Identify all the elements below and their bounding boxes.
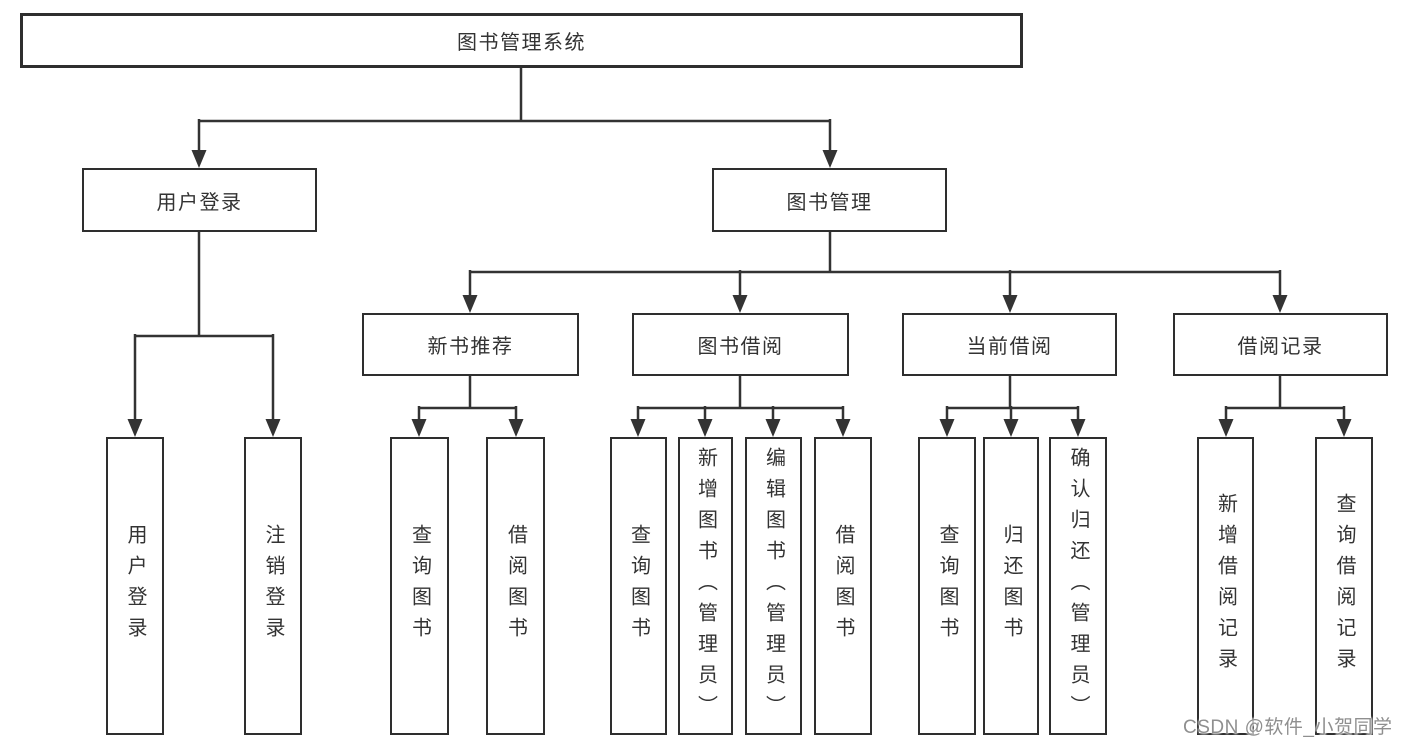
node-user-login: 用户登录 <box>82 168 317 232</box>
arrowhead-icon <box>630 419 646 437</box>
node-leaf-query-book-2: 查询图书 <box>610 437 667 735</box>
node-leaf-add-borrow-record: 新增借阅记录 <box>1197 437 1254 735</box>
node-label: 注销登录 <box>262 524 284 648</box>
node-leaf-add-book-admin: 新增图书（管理员） <box>678 437 733 735</box>
node-label: 借阅记录 <box>1237 336 1324 358</box>
node-new-book-rec: 新书推荐 <box>362 313 579 376</box>
arrowhead-icon <box>1336 419 1352 437</box>
arrowhead-icon <box>127 419 143 437</box>
arrowhead-icon <box>1003 419 1019 437</box>
node-label: 查询借阅记录 <box>1333 493 1355 679</box>
arrowhead-icon <box>1218 419 1234 437</box>
arrowhead-icon <box>1002 295 1018 313</box>
node-leaf-edit-book-admin: 编辑图书（管理员） <box>745 437 802 735</box>
arrowhead-icon <box>508 419 524 437</box>
node-leaf-logout: 注销登录 <box>244 437 302 735</box>
arrowhead-icon <box>462 295 478 313</box>
node-label: 借阅图书 <box>504 524 527 648</box>
node-book-borrow: 图书借阅 <box>632 313 849 376</box>
watermark: CSDN @软件_小贺同学 <box>1183 717 1393 738</box>
node-label: 归还图书 <box>1000 524 1022 648</box>
node-label: 新增借阅记录 <box>1214 493 1237 679</box>
node-root: 图书管理系统 <box>20 13 1023 68</box>
arrowhead-icon <box>1272 295 1288 313</box>
arrowhead-icon <box>265 419 281 437</box>
arrowhead-icon <box>765 419 781 437</box>
node-label: 确认归还（管理员） <box>1067 446 1089 726</box>
node-label: 编辑图书（管理员） <box>762 446 785 726</box>
node-label: 用户登录 <box>124 524 146 648</box>
node-book-mgmt: 图书管理 <box>712 168 947 232</box>
node-borrow-record: 借阅记录 <box>1173 313 1388 376</box>
arrowhead-icon <box>732 295 748 313</box>
node-leaf-query-book-1: 查询图书 <box>390 437 449 735</box>
node-label: 查询图书 <box>627 524 650 648</box>
arrowhead-icon <box>822 150 838 168</box>
node-current-borrow: 当前借阅 <box>902 313 1117 376</box>
node-leaf-borrow-book-1: 借阅图书 <box>486 437 545 735</box>
node-label: 查询图书 <box>936 524 958 648</box>
arrowhead-icon <box>191 150 207 168</box>
arrowhead-icon <box>835 419 851 437</box>
node-leaf-confirm-return-admin: 确认归还（管理员） <box>1049 437 1107 735</box>
node-label: 用户登录 <box>156 191 243 214</box>
node-leaf-query-book-3: 查询图书 <box>918 437 976 735</box>
arrowhead-icon <box>939 419 955 437</box>
arrowhead-icon <box>411 419 427 437</box>
node-label: 新增图书（管理员） <box>694 446 717 726</box>
node-leaf-user-login: 用户登录 <box>106 437 164 735</box>
node-label: 新书推荐 <box>427 336 514 358</box>
node-leaf-borrow-book-2: 借阅图书 <box>814 437 872 735</box>
node-label: 图书管理系统 <box>457 32 586 54</box>
node-label: 借阅图书 <box>832 524 854 648</box>
node-leaf-return-book: 归还图书 <box>983 437 1039 735</box>
node-label: 图书管理 <box>786 191 873 214</box>
node-label: 当前借阅 <box>966 336 1053 358</box>
node-leaf-query-borrow-record: 查询借阅记录 <box>1315 437 1373 735</box>
node-label: 图书借阅 <box>697 336 784 358</box>
node-label: 查询图书 <box>408 524 431 648</box>
arrowhead-icon <box>1070 419 1086 437</box>
arrowhead-icon <box>697 419 713 437</box>
